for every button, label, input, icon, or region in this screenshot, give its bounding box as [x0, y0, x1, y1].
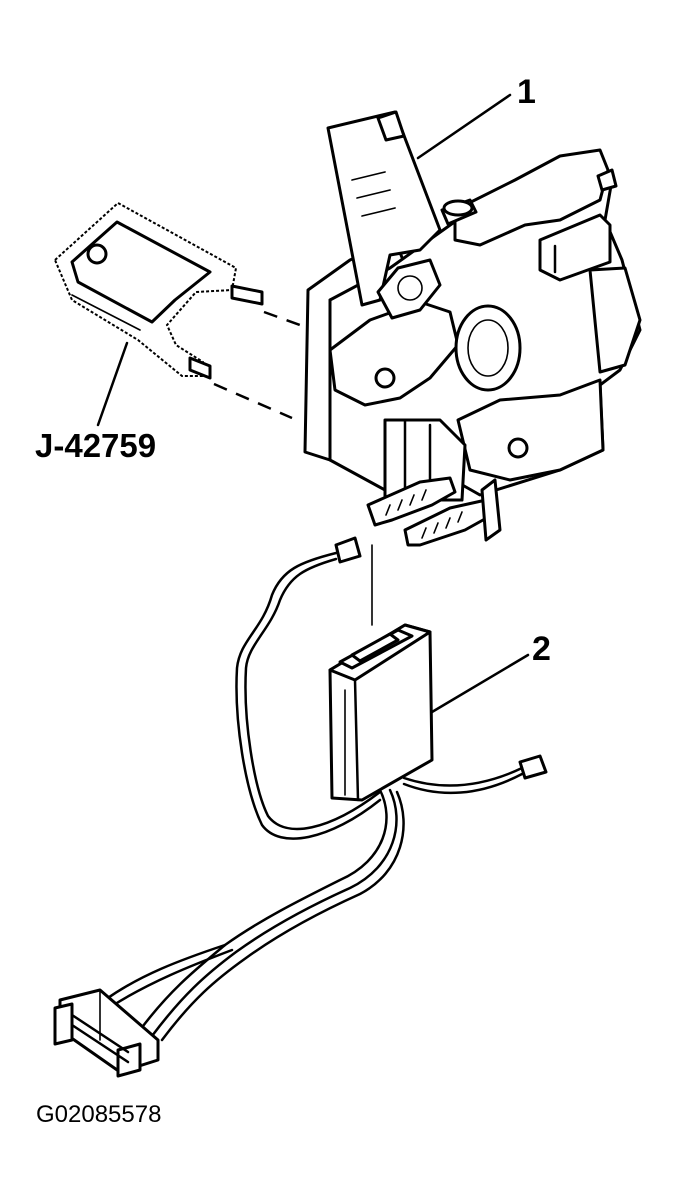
callout-2-label: 2 [532, 630, 551, 668]
callout-1-label: 1 [517, 73, 536, 111]
tool-guide-lines [213, 310, 301, 420]
tool-j42759-illustration [53, 201, 264, 380]
figure-id: G02085578 [36, 1101, 161, 1128]
tool-label: J-42759 [35, 427, 156, 464]
module-assembly-illustration [53, 536, 548, 1078]
housing-assembly-illustration [303, 110, 642, 547]
leader-lines [96, 93, 530, 714]
